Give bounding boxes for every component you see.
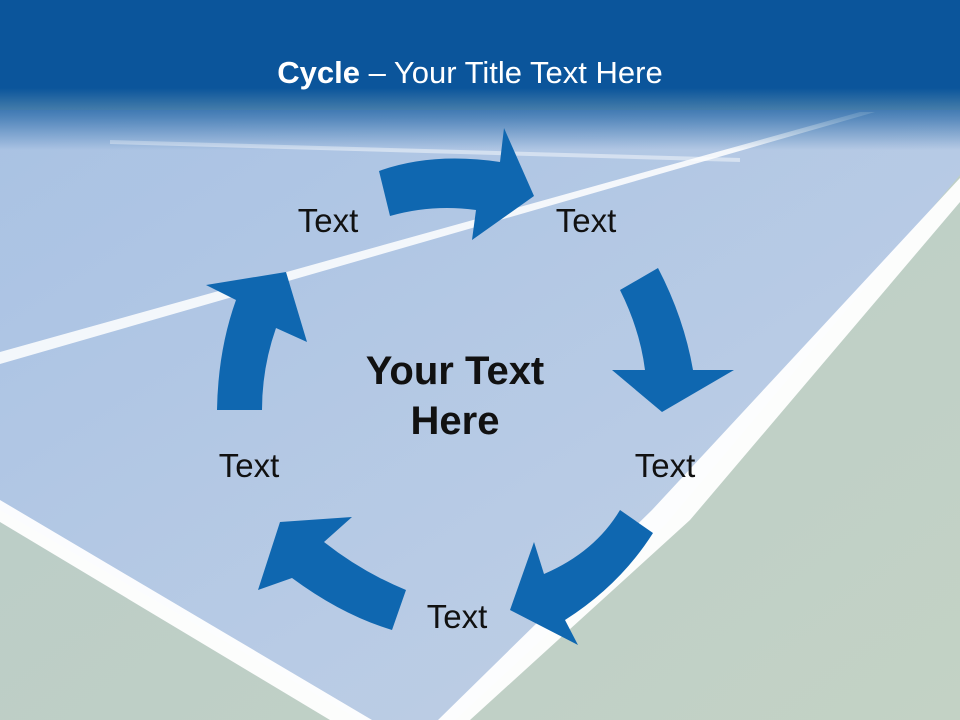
- cycle-label-1: Text: [297, 202, 359, 239]
- cycle-arrow-5: [206, 272, 307, 410]
- slide-title: Cycle – Your Title Text Here: [0, 55, 940, 91]
- cycle-arrow-1: [379, 128, 534, 240]
- cycle-label-2: Text: [555, 202, 617, 239]
- center-text-line-2: Here: [410, 399, 500, 443]
- cycle-label-5: Text: [218, 447, 280, 484]
- cycle-arrow-2: [612, 268, 734, 412]
- cycle-label-4: Text: [426, 598, 488, 635]
- title-bar: [0, 0, 960, 150]
- cycle-arrow-3: [510, 510, 653, 645]
- title-bold: Cycle: [277, 55, 360, 90]
- cycle-arrow-4: [258, 517, 406, 630]
- center-text: Your Text Here: [305, 346, 605, 446]
- title-text: – Your Title Text Here: [360, 55, 663, 90]
- center-text-line-1: Your Text: [365, 349, 545, 393]
- cycle-label-3: Text: [634, 447, 696, 484]
